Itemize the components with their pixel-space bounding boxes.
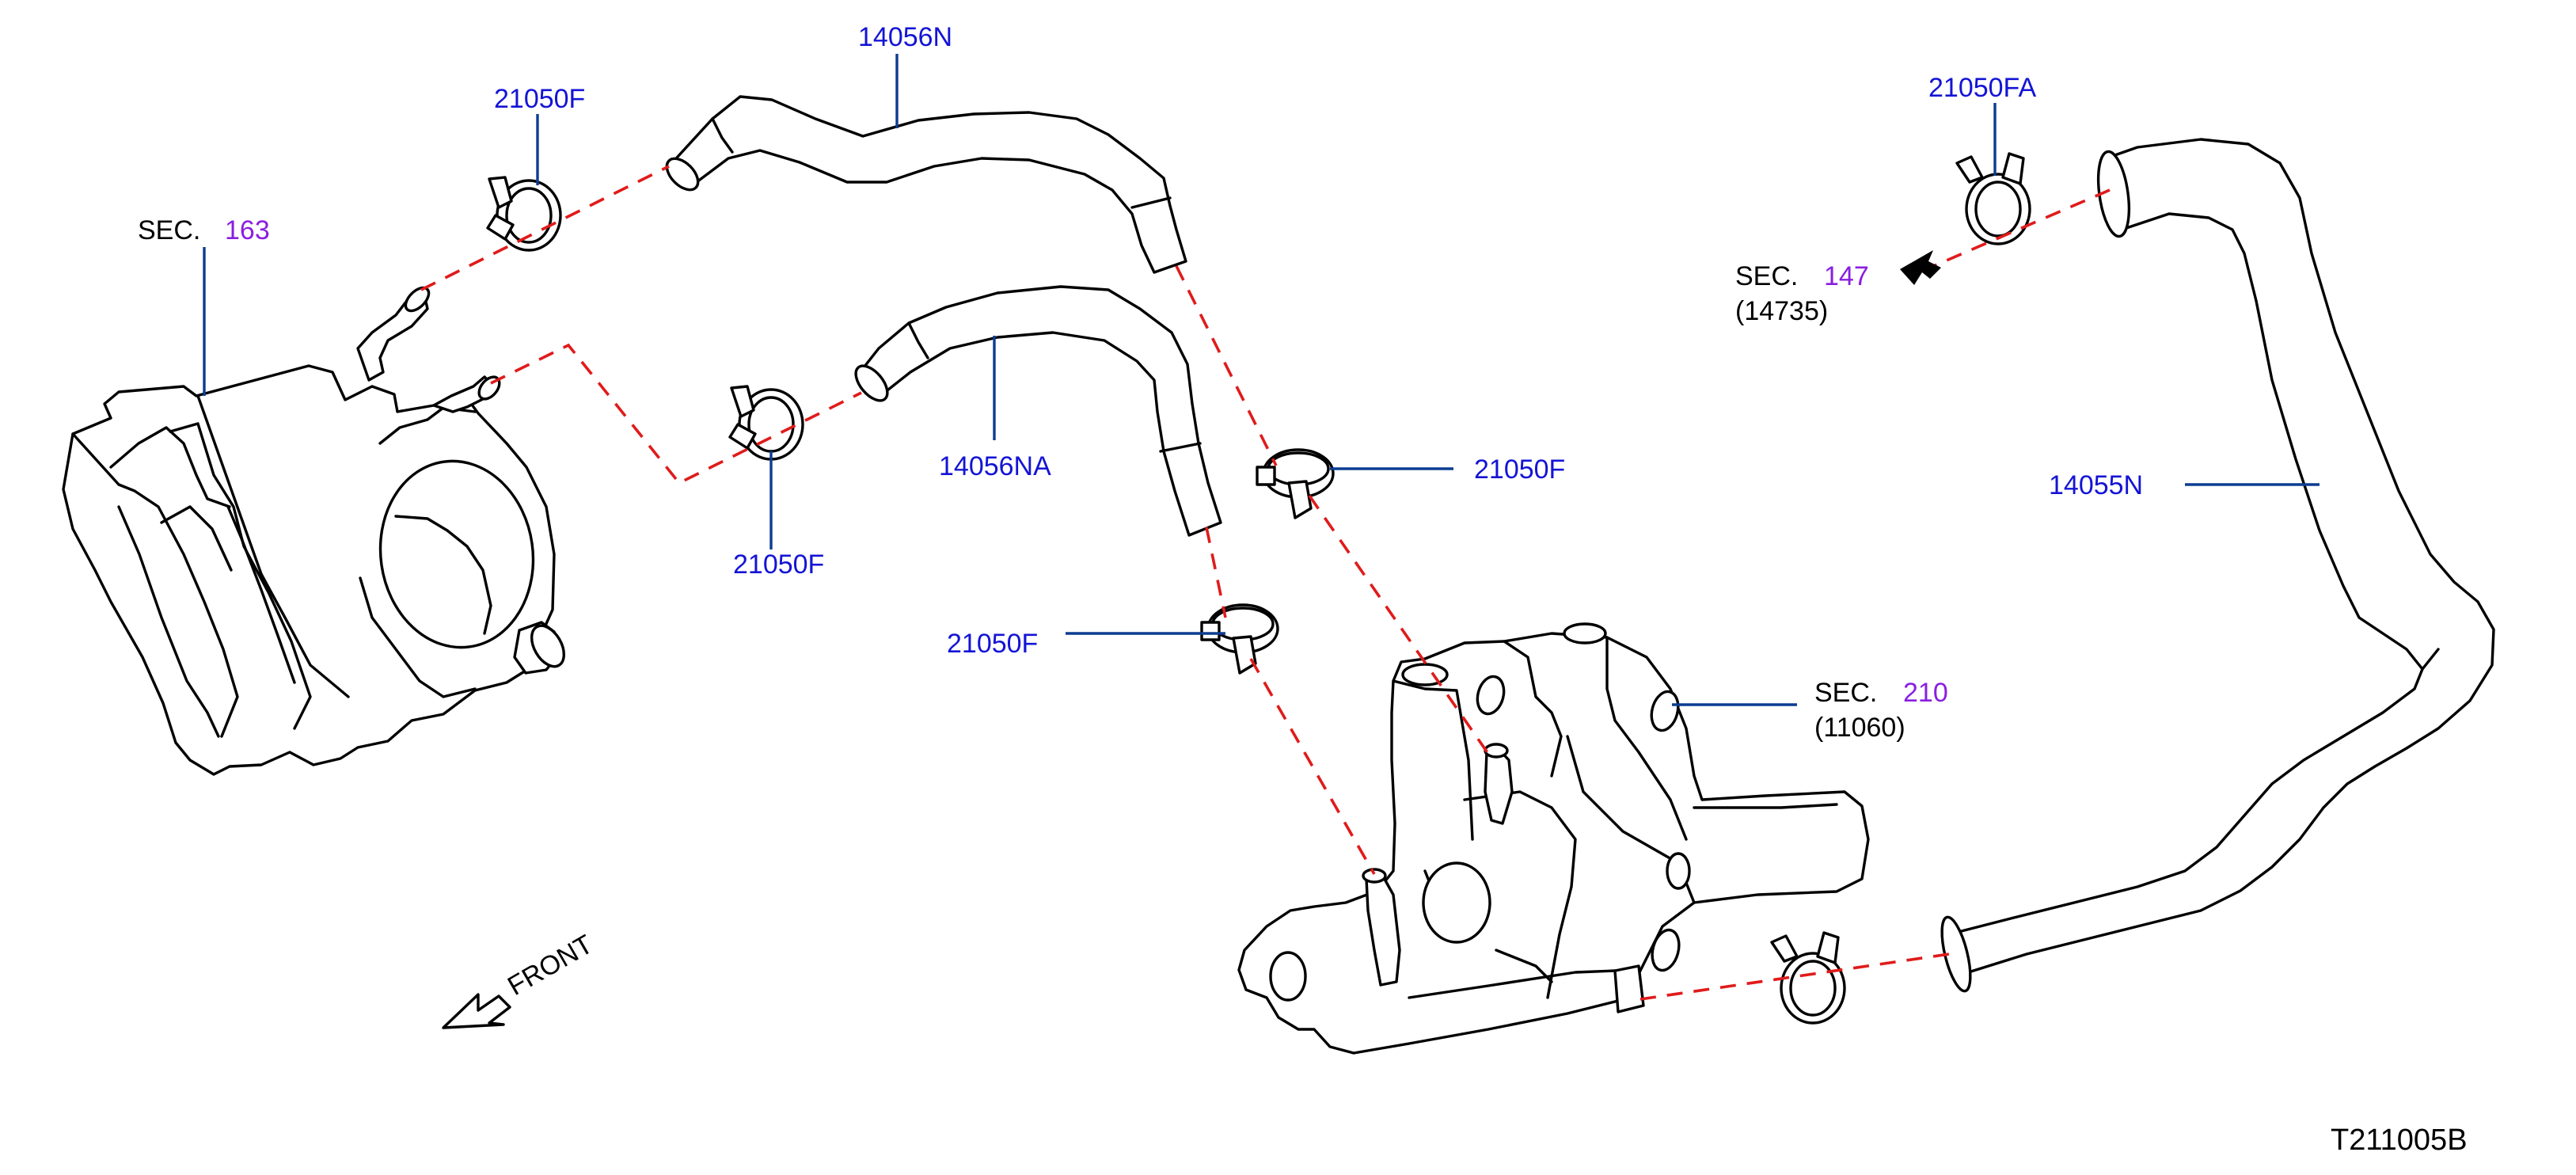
section-163-number: 163 (225, 215, 270, 245)
section-210-sub: (11060) (1814, 713, 1905, 743)
throttle-body (62, 286, 566, 776)
label-hose-14055N: 14055N (2049, 470, 2143, 500)
section-147-number: 147 (1824, 261, 1869, 291)
figure-code: T211005B (2331, 1124, 2468, 1157)
clamp-center-upper (1256, 448, 1335, 519)
label-clamp-21050F-center-upper: 21050F (1474, 454, 1565, 485)
part-labels: 14056N 21050F 14056NA 21050F 21050F 2105… (494, 22, 2143, 659)
outlet-direction-arrow-icon (1900, 250, 1941, 285)
label-hose-14056NA: 14056NA (939, 451, 1051, 481)
section-147-sub: (14735) (1735, 296, 1828, 326)
label-hose-14056N: 14056N (858, 22, 952, 52)
label-clamp-21050F-top-left: 21050F (494, 84, 585, 114)
front-arrow-icon (442, 993, 511, 1029)
clamp-mid-left (728, 385, 804, 461)
water-outlet-assembly (1237, 622, 1870, 1055)
label-clamp-21050F-mid-left: 21050F (733, 549, 824, 580)
leader-lines (203, 54, 2320, 706)
clamp-center-lower (1200, 603, 1279, 675)
section-147-prefix: SEC. (1735, 261, 1798, 291)
connection-lines (420, 165, 2111, 1001)
label-clamp-21050FA: 21050FA (1928, 73, 2036, 103)
label-clamp-21050F-center-lower: 21050F (947, 629, 1038, 659)
clamp-top-right (1955, 152, 2031, 245)
section-210-prefix: SEC. (1814, 678, 1877, 708)
section-210-number: 210 (1903, 678, 1948, 708)
clamp-top-left (486, 176, 562, 252)
section-163-prefix: SEC. (138, 215, 200, 245)
section-references: SEC. 163 SEC. 147 (14735) SEC. 210 (1106… (138, 215, 1948, 743)
hose-14056N (665, 95, 1187, 274)
front-label: FRONT (503, 929, 598, 1001)
hose-14056NA (854, 285, 1222, 537)
hose-14055N (1940, 138, 2495, 993)
